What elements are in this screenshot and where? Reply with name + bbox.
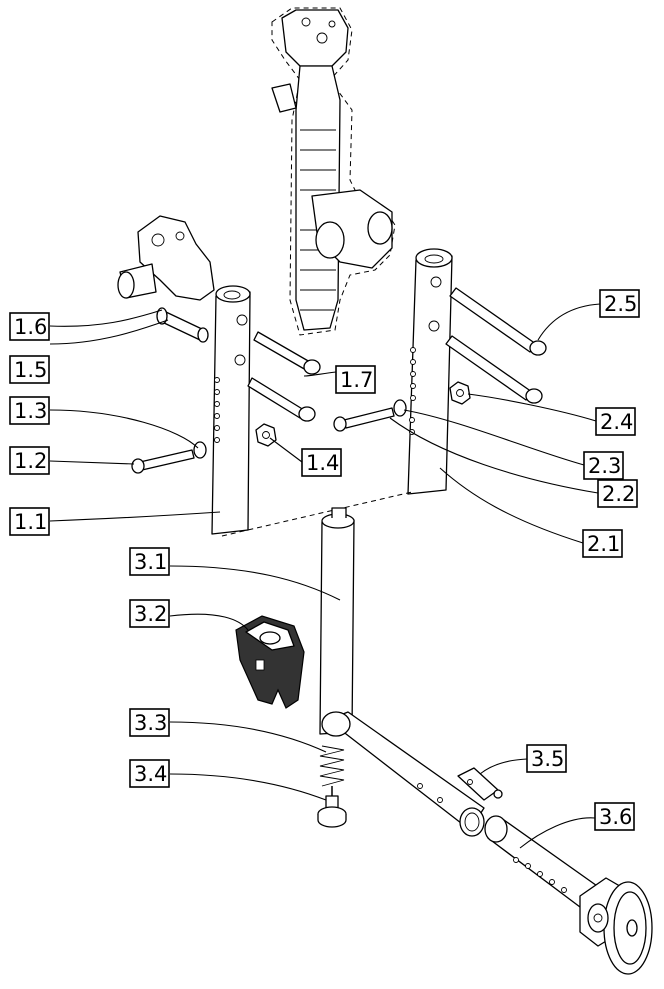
callout-label: 1.2 (14, 449, 47, 473)
tube-1-1 (211, 285, 251, 535)
bolt-1-2 (131, 449, 195, 474)
washer-1-3 (193, 441, 207, 459)
callout-1-6: 1.6 (9, 312, 50, 341)
callout-3-1: 3.1 (129, 547, 170, 576)
bolts-2-5 (445, 287, 547, 404)
pin-3-5 (457, 767, 503, 801)
callout-1-3: 1.3 (9, 396, 50, 425)
extension-3-6 (484, 815, 653, 975)
callout-3-4: 3.4 (129, 759, 170, 788)
bolts-1-7 (247, 331, 321, 422)
callout-label: 2.1 (587, 532, 620, 556)
callout-label: 2.4 (600, 410, 633, 434)
callout-3-6: 3.6 (594, 802, 635, 831)
callout-label: 3.6 (599, 805, 632, 829)
callout-1-5: 1.5 (9, 355, 50, 384)
foot-3-4 (317, 795, 347, 828)
callout-1-1: 1.1 (9, 507, 50, 536)
spring-3-3 (319, 745, 345, 800)
callout-label: 1.1 (14, 510, 47, 534)
callout-label: 3.4 (134, 762, 167, 786)
callout-label: 3.2 (134, 602, 167, 626)
callout-2-2: 2.2 (597, 479, 638, 508)
callout-label: 2.3 (588, 454, 621, 478)
callout-3-5: 3.5 (526, 744, 567, 773)
callout-1-2: 1.2 (9, 446, 50, 475)
callout-1-4: 1.4 (301, 448, 342, 477)
tube-3-1 (319, 507, 485, 837)
callout-label: 1.5 (14, 358, 47, 382)
callout-2-5: 2.5 (599, 289, 640, 318)
callout-label: 3.3 (134, 711, 167, 735)
clip-3-2 (235, 615, 305, 709)
callout-2-4: 2.4 (595, 407, 636, 436)
callout-label: 3.5 (531, 747, 564, 771)
left-clamp (117, 215, 215, 301)
callout-2-1: 2.1 (582, 529, 623, 558)
bolt-1-5 (161, 311, 209, 343)
callout-label: 1.7 (340, 368, 373, 392)
assembly-line (221, 491, 413, 537)
callout-label: 1.3 (14, 399, 47, 423)
callout-3-3: 3.3 (129, 708, 170, 737)
callout-label: 1.6 (14, 315, 47, 339)
tube-2-1 (407, 248, 453, 495)
leader-lines (49, 303, 601, 849)
washer-1-6 (156, 307, 168, 325)
bolt-2-2 (333, 407, 395, 432)
callout-2-3: 2.3 (583, 451, 624, 480)
callout-1-7: 1.7 (335, 365, 376, 394)
callout-label: 1.4 (306, 451, 339, 475)
handle-assembly (271, 7, 396, 336)
nut-2-4 (449, 381, 471, 405)
nut-1-4 (255, 423, 277, 447)
callout-label: 2.2 (602, 482, 635, 506)
callout-3-2: 3.2 (129, 599, 170, 628)
washer-2-3 (393, 399, 407, 417)
callout-label: 3.1 (134, 550, 167, 574)
callout-label: 2.5 (604, 292, 637, 316)
